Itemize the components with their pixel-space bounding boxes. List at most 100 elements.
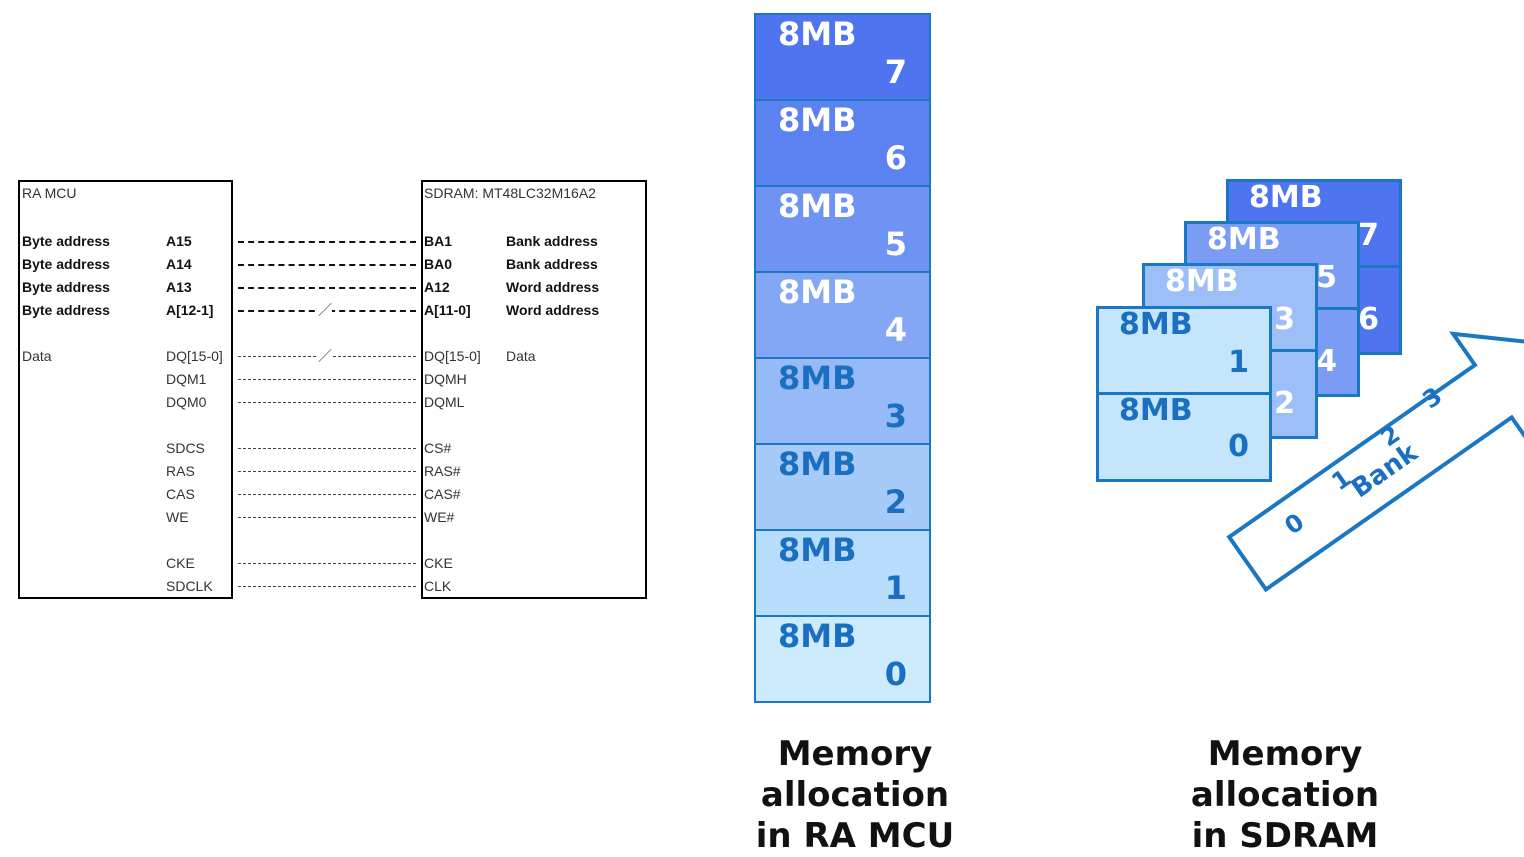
sdram-pin-label: BA1	[424, 233, 453, 249]
mcu-caption-line1: Memory allocation	[760, 734, 950, 815]
memory-segment: 8MB 4	[754, 271, 931, 359]
bank-number-tick: 3	[1417, 381, 1448, 415]
signal-line	[238, 379, 416, 380]
mcu-pin-label: CKE	[166, 555, 195, 571]
mcu-box-title: RA MCU	[22, 185, 77, 201]
mcu-caption-line2: in RA MCU	[755, 816, 955, 856]
bank-lower-index: 4	[1316, 344, 1337, 379]
sdram-box-title: SDRAM: MT48LC32M16A2	[424, 185, 596, 201]
segment-size-label: 8MB	[778, 531, 857, 569]
sdram-signal-desc: Bank address	[506, 233, 598, 249]
sdram-pin-label: CS#	[424, 440, 452, 456]
bank-size-label: 8MB	[1249, 180, 1323, 215]
mcu-pin-label: SDCLK	[166, 578, 213, 594]
sdram-signal-desc: Data	[506, 348, 536, 364]
mcu-pin-label: WE	[166, 509, 189, 525]
sdram-signal-desc: Word address	[506, 302, 600, 318]
sdram-pin-label: WE#	[424, 509, 455, 525]
mcu-pin-label: A14	[166, 256, 192, 272]
mcu-signal-desc: Data	[22, 348, 52, 364]
bank-upper-index: 3	[1274, 302, 1295, 337]
memory-segment: 8MB 1	[754, 529, 931, 617]
segment-index-label: 0	[884, 655, 907, 693]
signal-line	[238, 448, 416, 449]
sdram-memory-caption: Memory allocation in SDRAM	[1110, 734, 1460, 857]
segment-index-label: 5	[884, 225, 907, 263]
sdram-pin-label: BA0	[424, 256, 453, 272]
bank-lower-block: 2	[1145, 352, 1315, 436]
mcu-pin-label: A13	[166, 279, 192, 295]
segment-size-label: 8MB	[778, 187, 857, 225]
bank-lower-block: 8MB 0	[1099, 393, 1269, 479]
segment-size-label: 8MB	[778, 359, 857, 397]
sdram-pin-label: DQML	[424, 394, 465, 410]
mcu-pin-label: CAS	[166, 486, 195, 502]
sdram-pin-label: A12	[424, 279, 450, 295]
sdram-signal-desc: Word address	[506, 279, 600, 295]
sdram-box	[421, 180, 647, 599]
segment-size-label: 8MB	[778, 15, 857, 53]
mcu-signal-desc: Byte address	[22, 233, 110, 249]
bank-size-label: 8MB	[1207, 222, 1281, 257]
bank-upper-index: 7	[1358, 218, 1379, 253]
sdram-caption-line1: Memory allocation	[1190, 734, 1380, 815]
bus-slash-mark: ／	[318, 302, 332, 318]
bank-lower-block: 4	[1187, 310, 1357, 394]
sdram-signal-desc: Bank address	[506, 256, 598, 272]
mcu-memory-caption: Memory allocation in RA MCU	[680, 734, 1030, 857]
segment-size-label: 8MB	[778, 445, 857, 483]
sdram-caption-line2: in SDRAM	[1191, 816, 1379, 856]
segment-index-label: 2	[884, 483, 907, 521]
mcu-pin-label: DQM0	[166, 394, 207, 410]
signal-line	[238, 287, 416, 289]
sdram-pin-label: RAS#	[424, 463, 461, 479]
mcu-pin-label: SDCS	[166, 440, 205, 456]
mcu-pin-label: A[12-1]	[166, 302, 214, 318]
signal-line	[238, 471, 416, 472]
bank-number-tick: 0	[1279, 507, 1310, 541]
bank-upper-block: 8MB 3	[1145, 264, 1315, 352]
mcu-signal-desc: Byte address	[22, 302, 110, 318]
segment-index-label: 7	[884, 53, 907, 91]
sdram-pin-label: A[11-0]	[424, 302, 471, 318]
bank-upper-index: 1	[1228, 345, 1249, 380]
segment-size-label: 8MB	[778, 273, 857, 311]
bank-size-label: 8MB	[1165, 264, 1239, 299]
mcu-signal-desc: Byte address	[22, 279, 110, 295]
mcu-pin-label: RAS	[166, 463, 195, 479]
segment-index-label: 4	[884, 311, 907, 349]
bus-slash-mark: ／	[318, 348, 332, 364]
signal-line	[238, 517, 416, 518]
memory-segment: 8MB 3	[754, 357, 931, 445]
segment-index-label: 3	[884, 397, 907, 435]
sdram-pin-label: CAS#	[424, 486, 461, 502]
mcu-signal-desc: Byte address	[22, 256, 110, 272]
bank-arrow-label: Bank	[1346, 437, 1424, 505]
memory-segment: 8MB 2	[754, 443, 931, 531]
signal-line	[238, 563, 416, 564]
sdram-pin-label: DQ[15-0]	[424, 348, 481, 364]
memory-segment: 8MB 0	[754, 615, 931, 703]
signal-line	[238, 494, 416, 495]
segment-size-label: 8MB	[778, 617, 857, 655]
bank-lower-index: 6	[1358, 302, 1379, 337]
signal-line	[238, 241, 416, 243]
bank-lower-block: 6	[1229, 268, 1399, 352]
mcu-box	[18, 180, 233, 599]
sdram-pin-label: CKE	[424, 555, 453, 571]
signal-line	[238, 264, 416, 266]
mcu-pin-label: DQM1	[166, 371, 207, 387]
segment-index-label: 1	[884, 569, 907, 607]
memory-segment: 8MB 7	[754, 13, 931, 101]
bank-lower-index: 0	[1228, 429, 1249, 464]
bank-size-label: 8MB	[1119, 393, 1193, 428]
mcu-pin-label: DQ[15-0]	[166, 348, 223, 364]
signal-line	[238, 586, 416, 587]
sdram-pin-label: DQMH	[424, 371, 467, 387]
segment-size-label: 8MB	[778, 101, 857, 139]
memory-segment: 8MB 5	[754, 185, 931, 273]
